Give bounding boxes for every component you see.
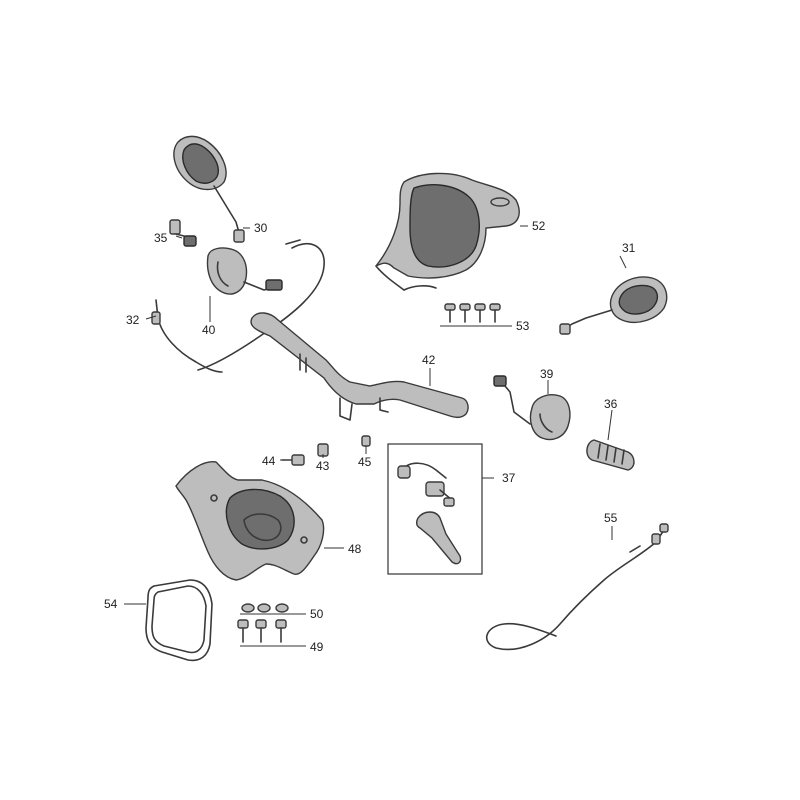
washers-50: [241, 603, 289, 613]
handlebar: [250, 312, 469, 421]
callout-39: 39: [540, 367, 554, 381]
callout-48: 48: [348, 542, 362, 556]
brake-lever-assembly: [387, 443, 483, 575]
lower-handlebar-cover: [175, 461, 325, 581]
callout-30: 30: [254, 221, 268, 235]
callout-labels: 30 31 32 35 36 37 39 40 42 43 44 45 48 4…: [104, 219, 636, 654]
callout-45: 45: [358, 455, 372, 469]
switch-wire-harness: [197, 239, 325, 371]
callout-53: 53: [516, 319, 530, 333]
throttle-grip: [586, 439, 635, 471]
callout-37: 37: [502, 471, 516, 485]
callout-36: 36: [604, 397, 618, 411]
callout-49: 49: [310, 640, 324, 654]
left-switch-housing: [206, 247, 283, 295]
callout-35: 35: [154, 231, 168, 245]
callout-55: 55: [604, 511, 618, 525]
throttle-cable-55: [485, 523, 669, 651]
screws-49: [237, 619, 287, 643]
mirror-bolt: [169, 219, 197, 247]
left-mirror: [173, 135, 245, 243]
callout-32: 32: [126, 313, 140, 327]
callout-50: 50: [310, 607, 324, 621]
right-switch-housing: [493, 375, 571, 441]
callout-31: 31: [622, 241, 636, 255]
upper-handlebar-cover: [375, 172, 520, 291]
callout-40: 40: [202, 323, 216, 337]
cover-screws: [444, 303, 501, 323]
brake-cable-32: [151, 299, 223, 373]
leader-lines: [124, 225, 627, 647]
clip-45: [361, 435, 371, 447]
speedometer-lens: [145, 579, 213, 662]
callout-43: 43: [316, 459, 330, 473]
callout-54: 54: [104, 597, 118, 611]
right-mirror: [559, 276, 668, 335]
callout-52: 52: [532, 219, 546, 233]
callout-44: 44: [262, 454, 276, 468]
callout-42: 42: [422, 353, 436, 367]
